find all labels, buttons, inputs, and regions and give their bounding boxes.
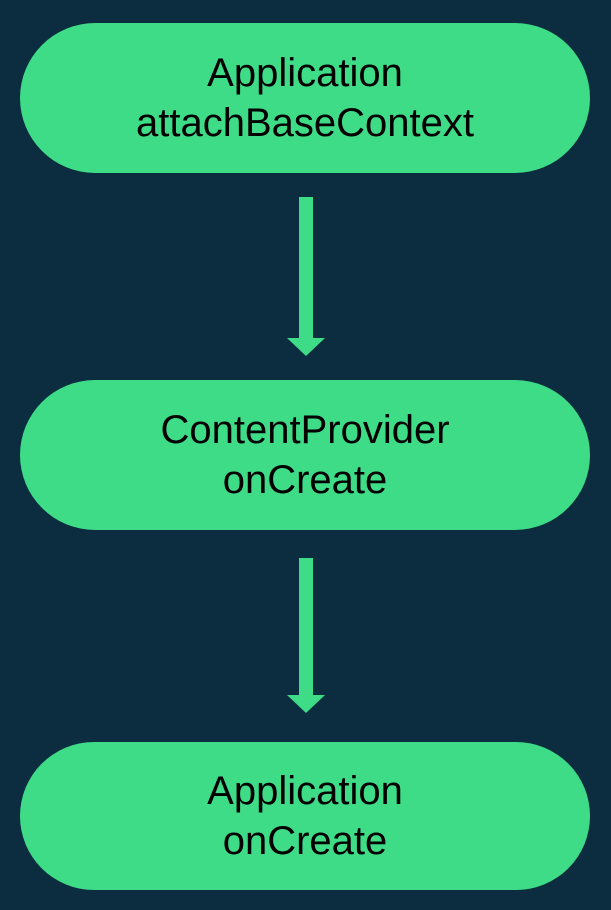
flow-node-contentprovider-oncreate: ContentProvider onCreate: [20, 380, 590, 530]
arrow-head: [286, 695, 325, 713]
down-arrow-icon: [0, 558, 611, 713]
node-label-line2: attachBaseContext: [136, 101, 474, 145]
arrow-head: [286, 338, 325, 356]
node-label-line1: Application: [207, 51, 403, 95]
node-label-line2: onCreate: [222, 819, 388, 863]
node-label-line2: onCreate: [222, 458, 388, 502]
arrow-stem: [298, 197, 313, 338]
node-label-line1: Application: [207, 769, 403, 813]
arrow-stem: [298, 558, 313, 695]
down-arrow-icon: [0, 197, 611, 356]
flow-node-application-oncreate: Application onCreate: [20, 742, 590, 890]
node-label-line1: ContentProvider: [160, 408, 450, 452]
flow-node-application-attachbasecontext: Application attachBaseContext: [20, 23, 590, 173]
